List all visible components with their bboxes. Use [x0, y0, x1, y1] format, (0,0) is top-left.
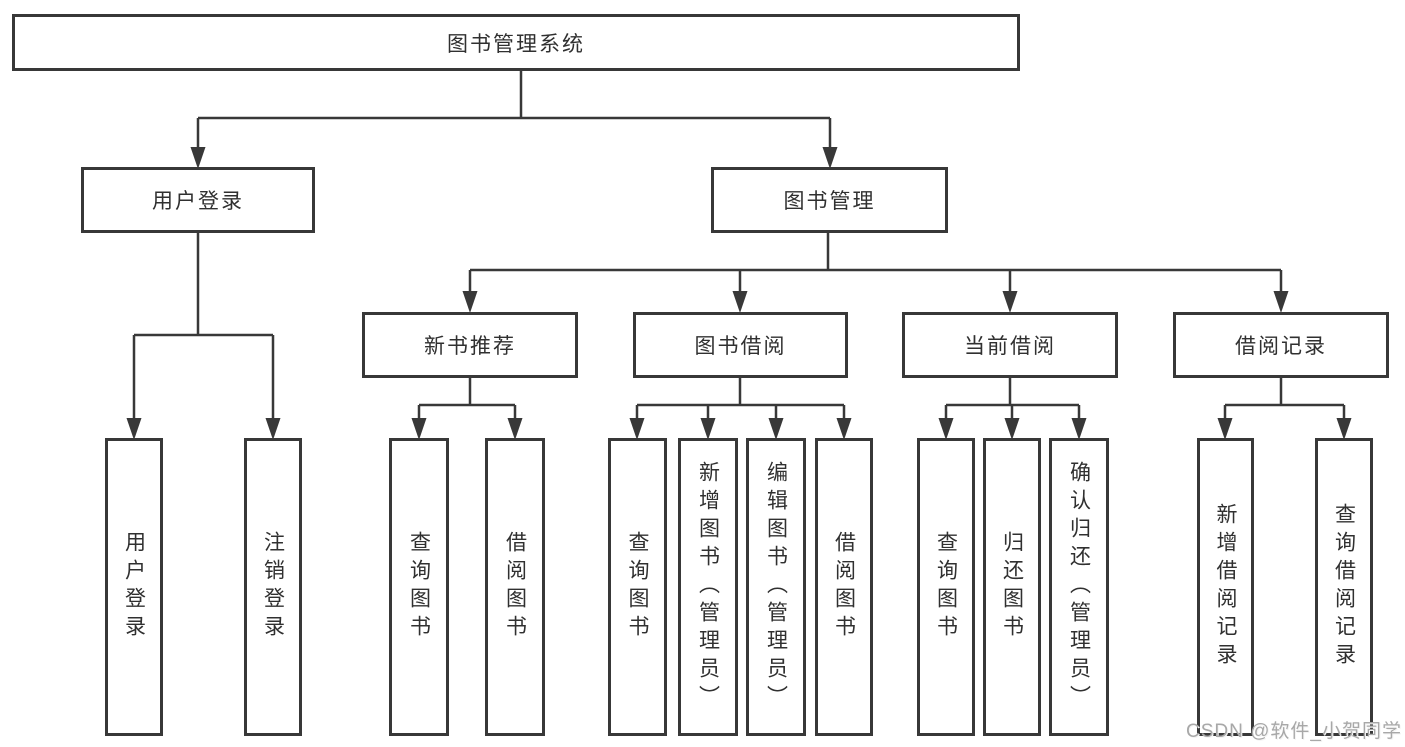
leaf-add-borrow-record: 新增借阅记录	[1197, 438, 1254, 736]
leaf-borrow-books-1: 借阅图书	[485, 438, 545, 736]
leaf-add-borrow-record-label: 新增借阅记录	[1214, 503, 1237, 671]
leaf-query-books-1-label: 查询图书	[407, 531, 431, 643]
leaf-logout-label: 注销登录	[261, 531, 285, 643]
leaf-return-book-label: 归还图书	[1000, 531, 1024, 643]
leaf-query-books-1: 查询图书	[389, 438, 449, 736]
node-borrow-records: 借阅记录	[1173, 312, 1389, 378]
leaf-confirm-return-admin-label: 确认归还（管理员）	[1067, 461, 1091, 713]
leaf-query-borrow-record: 查询借阅记录	[1315, 438, 1373, 736]
leaf-edit-book-admin-label: 编辑图书（管理员）	[764, 461, 788, 713]
node-user-login: 用户登录	[81, 167, 315, 233]
leaf-query-books-3-label: 查询图书	[934, 531, 958, 643]
node-new-book-recommend: 新书推荐	[362, 312, 578, 378]
leaf-query-books-3: 查询图书	[917, 438, 975, 736]
node-current-borrow: 当前借阅	[902, 312, 1118, 378]
leaf-user-login-label: 用户登录	[122, 531, 146, 643]
leaf-return-book: 归还图书	[983, 438, 1041, 736]
leaf-borrow-books-2: 借阅图书	[815, 438, 873, 736]
leaf-logout: 注销登录	[244, 438, 302, 736]
leaf-query-books-2: 查询图书	[608, 438, 667, 736]
node-library-system: 图书管理系统	[12, 14, 1020, 71]
leaf-borrow-books-1-label: 借阅图书	[503, 531, 527, 643]
leaf-query-books-2-label: 查询图书	[626, 531, 649, 643]
node-book-borrow: 图书借阅	[633, 312, 848, 378]
leaf-edit-book-admin: 编辑图书（管理员）	[746, 438, 806, 736]
leaf-query-borrow-record-label: 查询借阅记录	[1332, 503, 1356, 671]
leaf-borrow-books-2-label: 借阅图书	[832, 531, 856, 643]
node-book-management: 图书管理	[711, 167, 948, 233]
leaf-add-book-admin: 新增图书（管理员）	[678, 438, 738, 736]
leaf-user-login: 用户登录	[105, 438, 163, 736]
leaf-add-book-admin-label: 新增图书（管理员）	[696, 461, 720, 713]
watermark: CSDN @软件_小贺同学	[1186, 721, 1402, 742]
leaf-confirm-return-admin: 确认归还（管理员）	[1049, 438, 1109, 736]
